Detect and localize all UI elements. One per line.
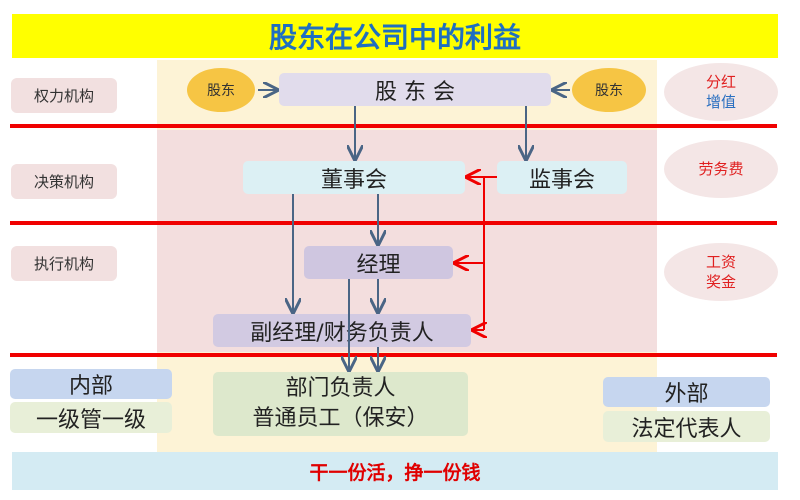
manager: 经理 — [304, 246, 453, 279]
level-execution: 执行机构 — [11, 246, 117, 281]
shareholder-right: 股东 — [572, 68, 646, 112]
benefit-service-fee: 劳务费 — [664, 140, 778, 198]
benefit-dividend: 分红 增值 — [664, 63, 778, 121]
board-of-supervisors: 监事会 — [497, 161, 627, 194]
department-staff: 部门负责人 普通员工（保安） — [213, 372, 468, 436]
divider-line — [10, 221, 777, 225]
bonus-text: 奖金 — [705, 273, 736, 291]
divider-line — [10, 124, 777, 128]
level-decision: 决策机构 — [11, 164, 117, 199]
diagram-title: 股东在公司中的利益 — [12, 14, 778, 58]
ordinary-staff: 普通员工（保安） — [252, 406, 429, 431]
dividend-text: 分红 — [705, 73, 736, 91]
external-label: 外部 — [603, 377, 770, 407]
shareholder-left: 股东 — [187, 68, 255, 112]
level-power: 权力机构 — [11, 78, 117, 113]
benefit-salary: 工资 奖金 — [664, 243, 778, 301]
internal-label: 内部 — [10, 369, 172, 399]
shareholders-meeting: 股 东 会 — [279, 73, 551, 106]
deputy-manager: 副经理/财务负责人 — [213, 314, 471, 347]
divider-line — [10, 353, 777, 357]
footer-slogan: 干一份活，挣一份钱 — [12, 452, 778, 490]
service-fee-text: 劳务费 — [698, 160, 744, 178]
department-head: 部门负责人 — [285, 376, 396, 401]
appreciation-text: 增值 — [705, 93, 736, 111]
board-of-directors: 董事会 — [243, 161, 465, 194]
salary-text: 工资 — [705, 253, 736, 271]
external-desc: 法定代表人 — [603, 411, 770, 442]
internal-desc: 一级管一级 — [10, 402, 172, 433]
